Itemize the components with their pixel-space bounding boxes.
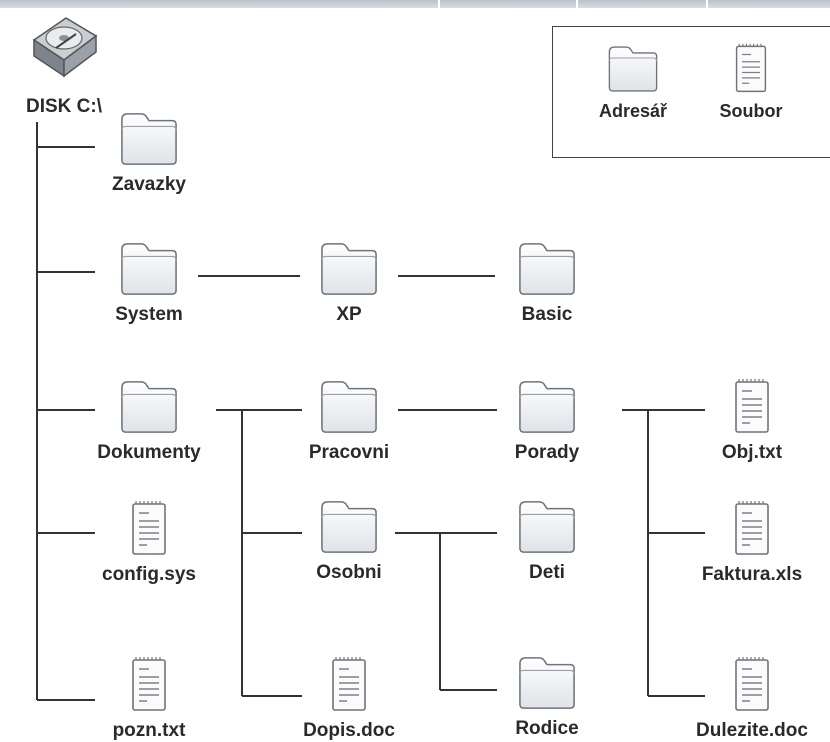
folder-label: Deti (529, 562, 565, 583)
file-label: Dulezite.doc (696, 720, 808, 741)
root-disk-label: DISK C:\ (26, 96, 102, 117)
folder-icon (317, 240, 381, 298)
tree-connectors (36, 122, 705, 701)
folder-label: Pracovni (308, 442, 390, 463)
folder-zavazky[interactable]: Zavazky (74, 110, 224, 196)
folder-label: Dokumenty (97, 442, 201, 463)
folder-osobni[interactable]: Osobni (274, 498, 424, 584)
folder-rodice[interactable]: Rodice (472, 654, 622, 740)
folder-icon (117, 240, 181, 298)
legend-folder: Adresář (563, 43, 703, 122)
folder-pracovni[interactable]: Pracovni (274, 378, 424, 464)
folder-icon (606, 43, 660, 95)
file-obj-txt[interactable]: Obj.txt (677, 376, 827, 464)
folder-deti[interactable]: Deti (472, 498, 622, 584)
file-config-sys[interactable]: config.sys (74, 498, 224, 586)
file-icon (732, 498, 772, 558)
legend-file-label: Soubor (719, 101, 783, 121)
file-label: Faktura.xls (701, 564, 803, 585)
file-dopis-doc[interactable]: Dopis.doc (274, 654, 424, 742)
folder-system[interactable]: System (74, 240, 224, 326)
folder-dokumenty[interactable]: Dokumenty (74, 378, 224, 464)
folder-icon (117, 110, 181, 168)
file-icon (732, 654, 772, 714)
folder-label: Zavazky (112, 174, 186, 195)
folder-icon (515, 240, 579, 298)
file-icon (129, 654, 169, 714)
root-disk[interactable]: DISK C:\ (4, 10, 124, 118)
legend-folder-label: Adresář (598, 101, 668, 121)
folder-icon (117, 378, 181, 436)
top-strip-divider (438, 0, 440, 8)
folder-icon (317, 498, 381, 556)
folder-icon (515, 654, 579, 712)
top-strip-divider (576, 0, 578, 8)
folder-porady[interactable]: Porady (472, 378, 622, 464)
folder-label: Basic (521, 304, 573, 325)
file-label: Dopis.doc (303, 720, 395, 741)
folder-label: XP (336, 304, 362, 325)
file-dulezite-doc[interactable]: Dulezite.doc (677, 654, 827, 742)
folder-label: Porady (514, 442, 580, 463)
file-pozn-txt[interactable]: pozn.txt (74, 654, 224, 742)
file-label: config.sys (102, 564, 196, 585)
top-strip (0, 0, 830, 8)
folder-icon (317, 378, 381, 436)
file-label: pozn.txt (112, 720, 186, 741)
legend-box: Adresář Soubor (552, 26, 830, 158)
folder-label: System (115, 304, 183, 325)
hard-disk-icon (32, 17, 98, 78)
file-icon (733, 41, 769, 95)
folder-label: Osobni (316, 562, 382, 583)
file-faktura-xls[interactable]: Faktura.xls (677, 498, 827, 586)
folder-icon (515, 378, 579, 436)
legend-file: Soubor (681, 41, 821, 122)
folder-xp[interactable]: XP (274, 240, 424, 326)
file-icon (329, 654, 369, 714)
folder-icon (515, 498, 579, 556)
folder-basic[interactable]: Basic (472, 240, 622, 326)
top-strip-divider (706, 0, 708, 8)
folder-label: Rodice (515, 718, 579, 739)
file-icon (732, 376, 772, 436)
file-icon (129, 498, 169, 558)
file-label: Obj.txt (721, 442, 783, 463)
